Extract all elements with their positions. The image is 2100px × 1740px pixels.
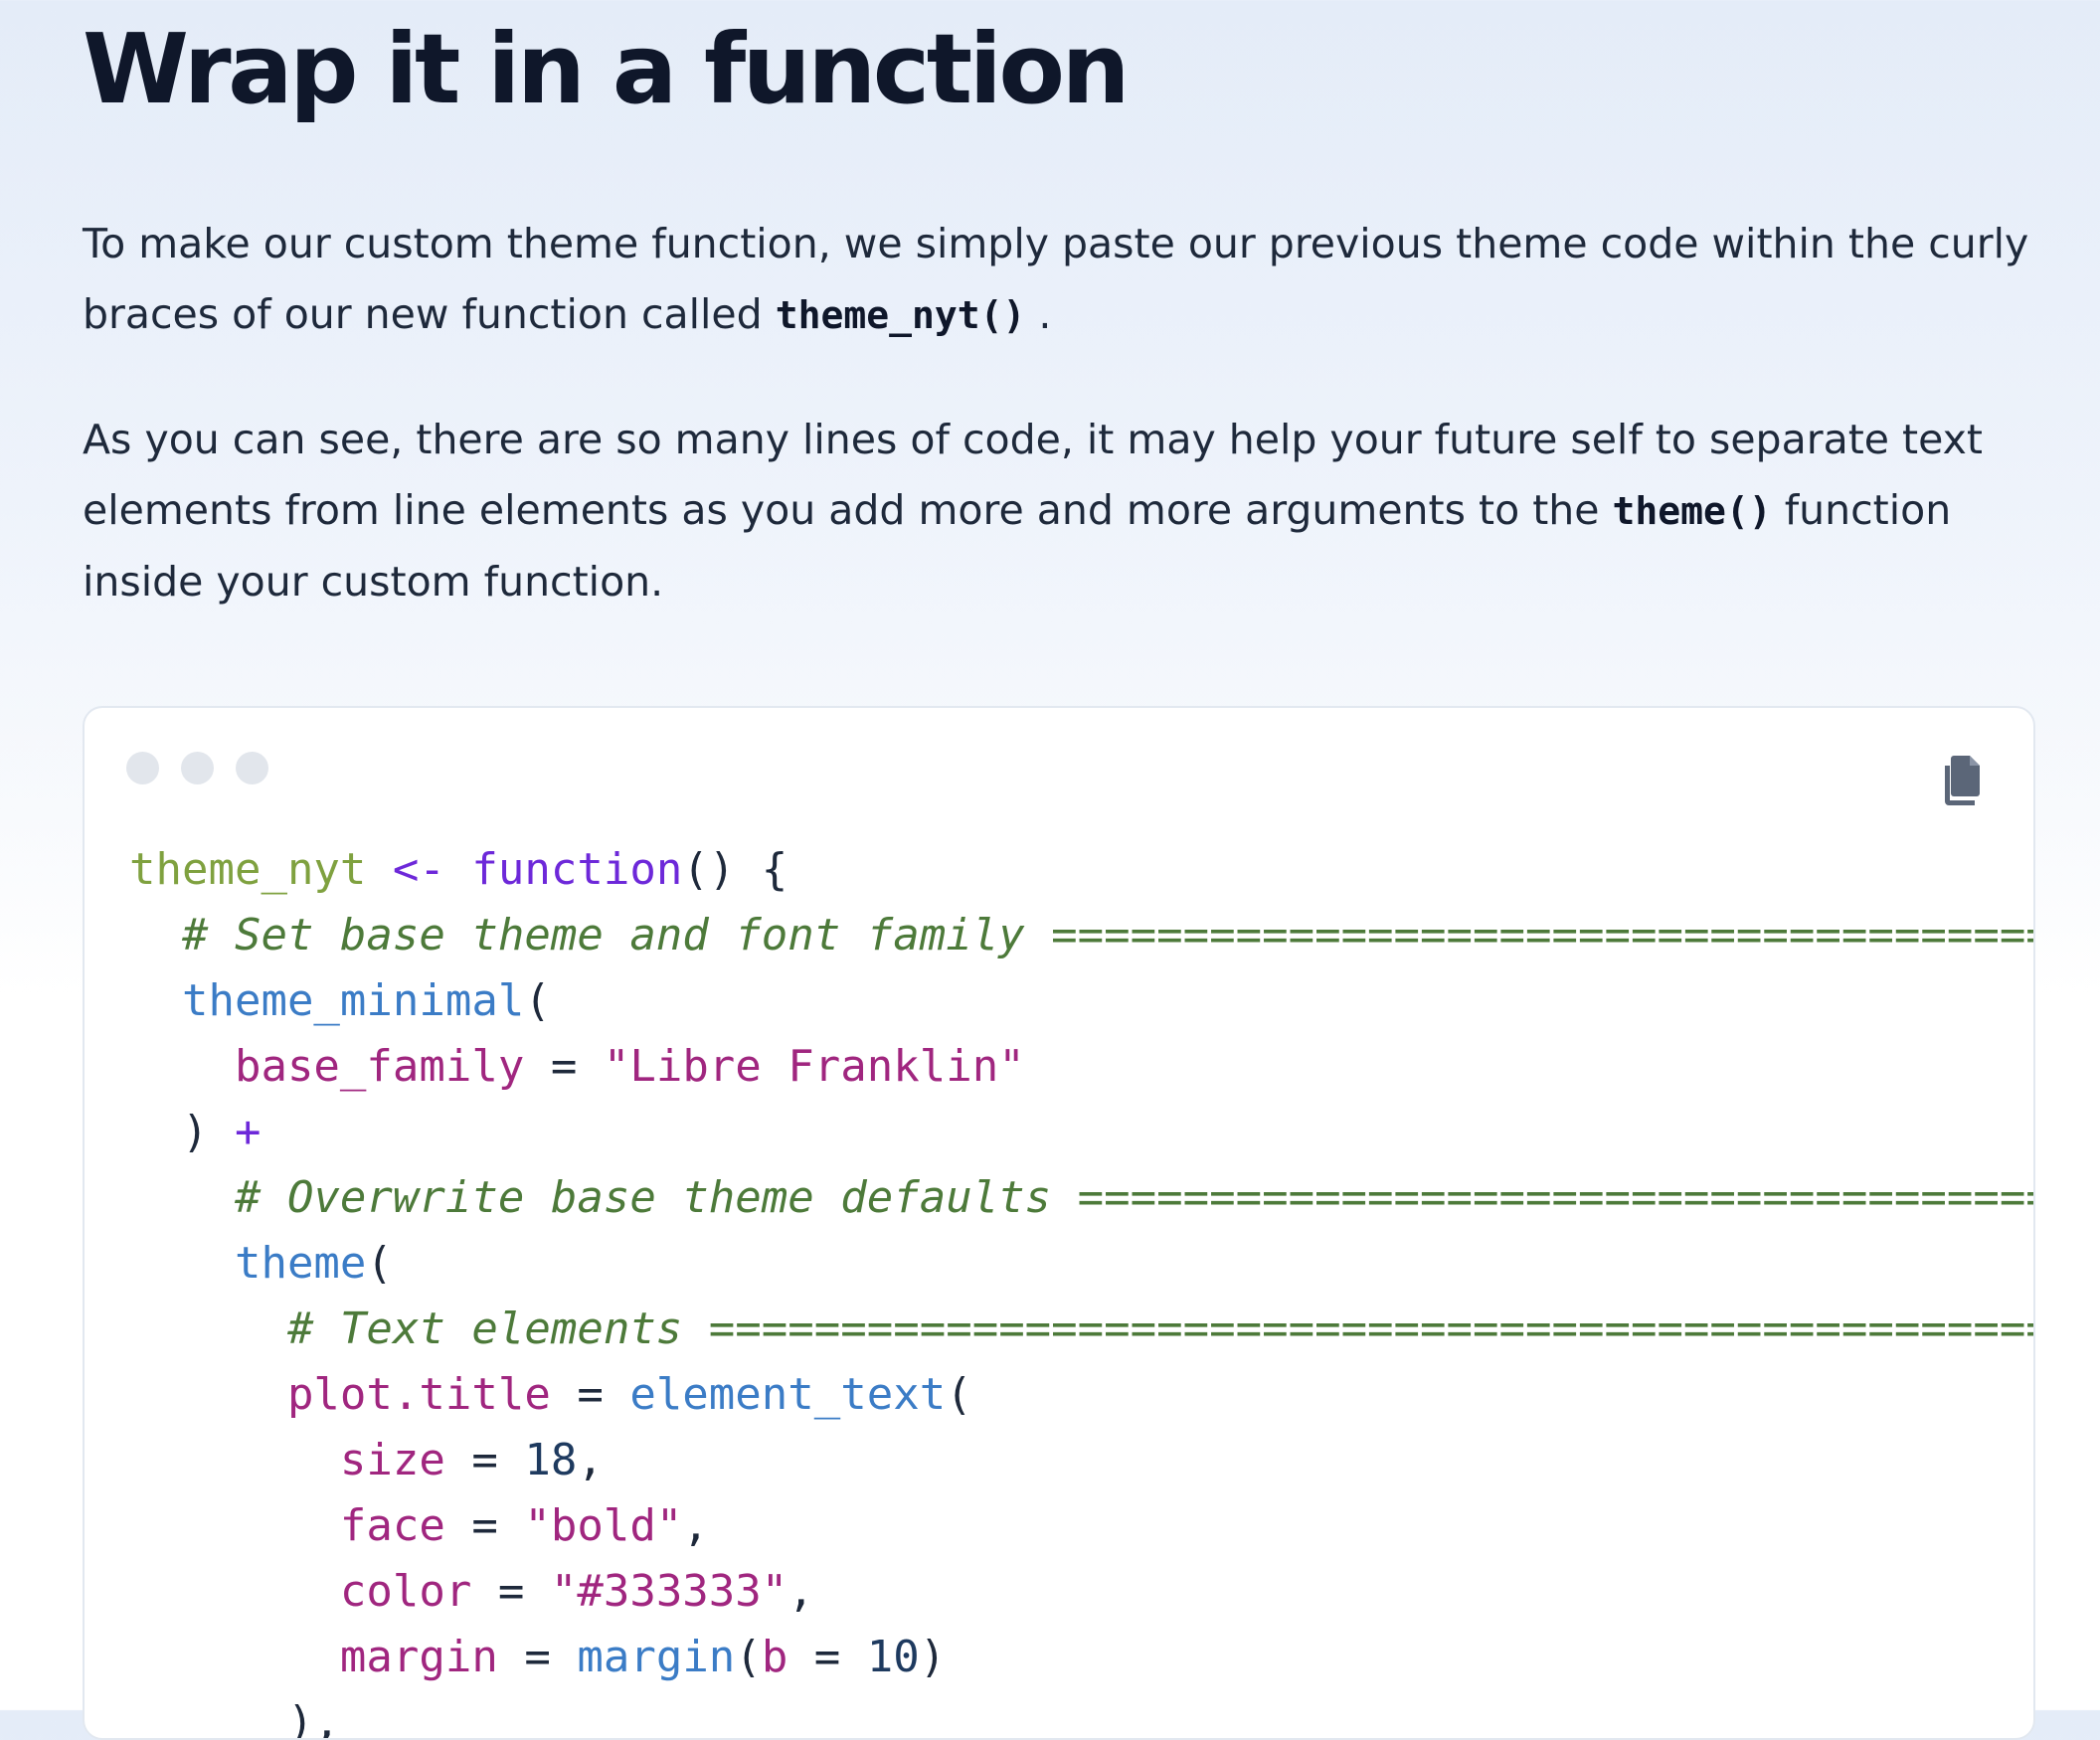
code-token: "bold": [524, 1500, 683, 1551]
intro-text-end: .: [1025, 290, 1052, 338]
explanation-text-end: function inside your custom function.: [83, 486, 1952, 606]
code-token: theme_minimal: [129, 975, 525, 1026]
code-token: "Libre Franklin": [603, 1041, 1025, 1092]
inline-code-theme-nyt: theme_nyt(): [775, 293, 1026, 337]
code-token: =: [788, 1632, 867, 1682]
explanation-paragraph: As you can see, there are so many lines …: [83, 405, 2031, 617]
code-token: size: [129, 1435, 445, 1485]
code-token: ): [919, 1632, 947, 1682]
window-dots: [126, 752, 268, 784]
code-token: ),: [129, 1697, 340, 1740]
code-token: "#333333": [550, 1566, 788, 1617]
code-token: theme: [129, 1238, 367, 1289]
code-token: (: [735, 1632, 762, 1682]
code-token: =: [497, 1632, 578, 1682]
code-token: =: [444, 1500, 525, 1551]
code-token: <-: [366, 844, 472, 895]
code-token: margin: [129, 1632, 498, 1682]
code-token: (: [524, 975, 551, 1026]
window-dot: [181, 752, 214, 784]
code-token: ): [129, 1107, 235, 1157]
code-comment-rule: ========================================…: [708, 1304, 2035, 1354]
page-title: Wrap it in a function: [83, 13, 1131, 125]
code-comment: # Text elements: [129, 1304, 709, 1354]
code-token: (: [946, 1369, 972, 1420]
code-block: theme_nyt <- function() { # Set base the…: [83, 706, 2035, 1740]
code-token: theme_nyt: [129, 844, 367, 895]
intro-text: To make our custom theme function, we si…: [83, 220, 2029, 338]
code-token: base_family: [129, 1041, 525, 1092]
code-token: =: [444, 1435, 525, 1485]
code-token: (: [366, 1238, 393, 1289]
code-token: =: [550, 1369, 630, 1420]
code-comment: # Overwrite base theme defaults: [129, 1172, 1078, 1223]
window-dot: [236, 752, 268, 784]
code-content: theme_nyt <- function() { # Set base the…: [129, 837, 2035, 1740]
copy-code-button[interactable]: [1940, 752, 1990, 807]
intro-paragraph: To make our custom theme function, we si…: [83, 209, 2031, 351]
copy-icon: [1945, 756, 1980, 805]
code-token: face: [129, 1500, 445, 1551]
code-token: element_text: [629, 1369, 947, 1420]
code-token: margin: [577, 1632, 736, 1682]
code-token: () {: [682, 844, 788, 895]
code-token: plot.title: [129, 1369, 551, 1420]
explanation-text: As you can see, there are so many lines …: [83, 416, 1983, 534]
inline-code-theme: theme(): [1612, 489, 1772, 533]
code-token: color: [129, 1566, 472, 1617]
code-token: b: [761, 1632, 788, 1682]
code-comment-rule: ========================================…: [1051, 910, 2033, 960]
code-token: =: [471, 1566, 551, 1617]
code-token: ,: [788, 1566, 814, 1617]
code-token: +: [234, 1107, 262, 1157]
code-token: ,: [682, 1500, 709, 1551]
code-token: 10: [866, 1632, 920, 1682]
code-token: function: [471, 844, 683, 895]
code-comment: # Set base theme and font family: [129, 910, 1052, 960]
window-dot: [126, 752, 159, 784]
code-token: ,: [577, 1435, 604, 1485]
code-comment-rule: ========================================…: [1077, 1172, 2033, 1223]
code-token: 18: [524, 1435, 578, 1485]
code-token: =: [524, 1041, 604, 1092]
